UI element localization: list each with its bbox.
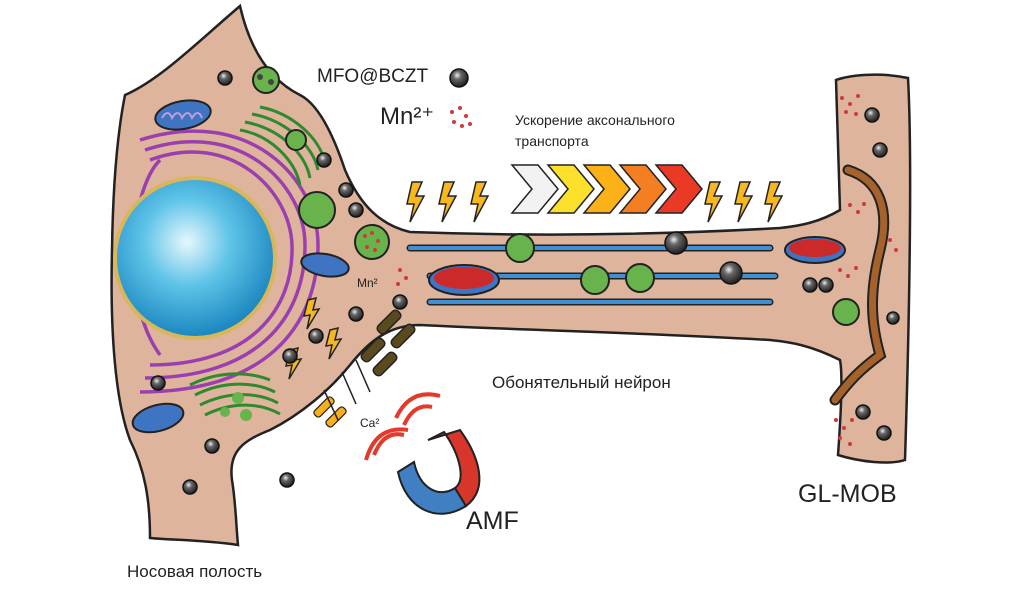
vesicles (220, 66, 390, 421)
golgi-lower (189, 372, 281, 417)
magnet-icon (364, 392, 481, 515)
transport-label-line1: Ускорение аксонального (515, 112, 675, 128)
mn-near-mito-label: Mn² (357, 276, 378, 290)
calcium-label: Ca² (360, 416, 380, 430)
ion-channel-icon (360, 309, 416, 377)
endoplasmic-reticulum (131, 129, 320, 394)
mitochondria-soma (131, 99, 350, 434)
transport-label-line2: транспорта (515, 133, 589, 149)
mitochondria-axon (428, 236, 846, 296)
nanoparticles (150, 68, 900, 495)
nasal-cavity-label: Носовая полость (127, 562, 263, 581)
mn-ion-clusters (396, 94, 898, 446)
neuron-label: Обонятельный нейрон (492, 373, 671, 392)
mn-ion-legend-label: Mn²⁺ (380, 103, 434, 130)
axon-vesicles (505, 233, 860, 326)
chevron-arrow-icon (510, 164, 703, 214)
target-label: GL-MOB (798, 480, 897, 508)
calcium-arrows (323, 359, 371, 421)
nanoparticle-label: MFO@BCZT (317, 66, 429, 87)
nucleus (113, 176, 277, 340)
amf-label: AMF (466, 507, 519, 535)
